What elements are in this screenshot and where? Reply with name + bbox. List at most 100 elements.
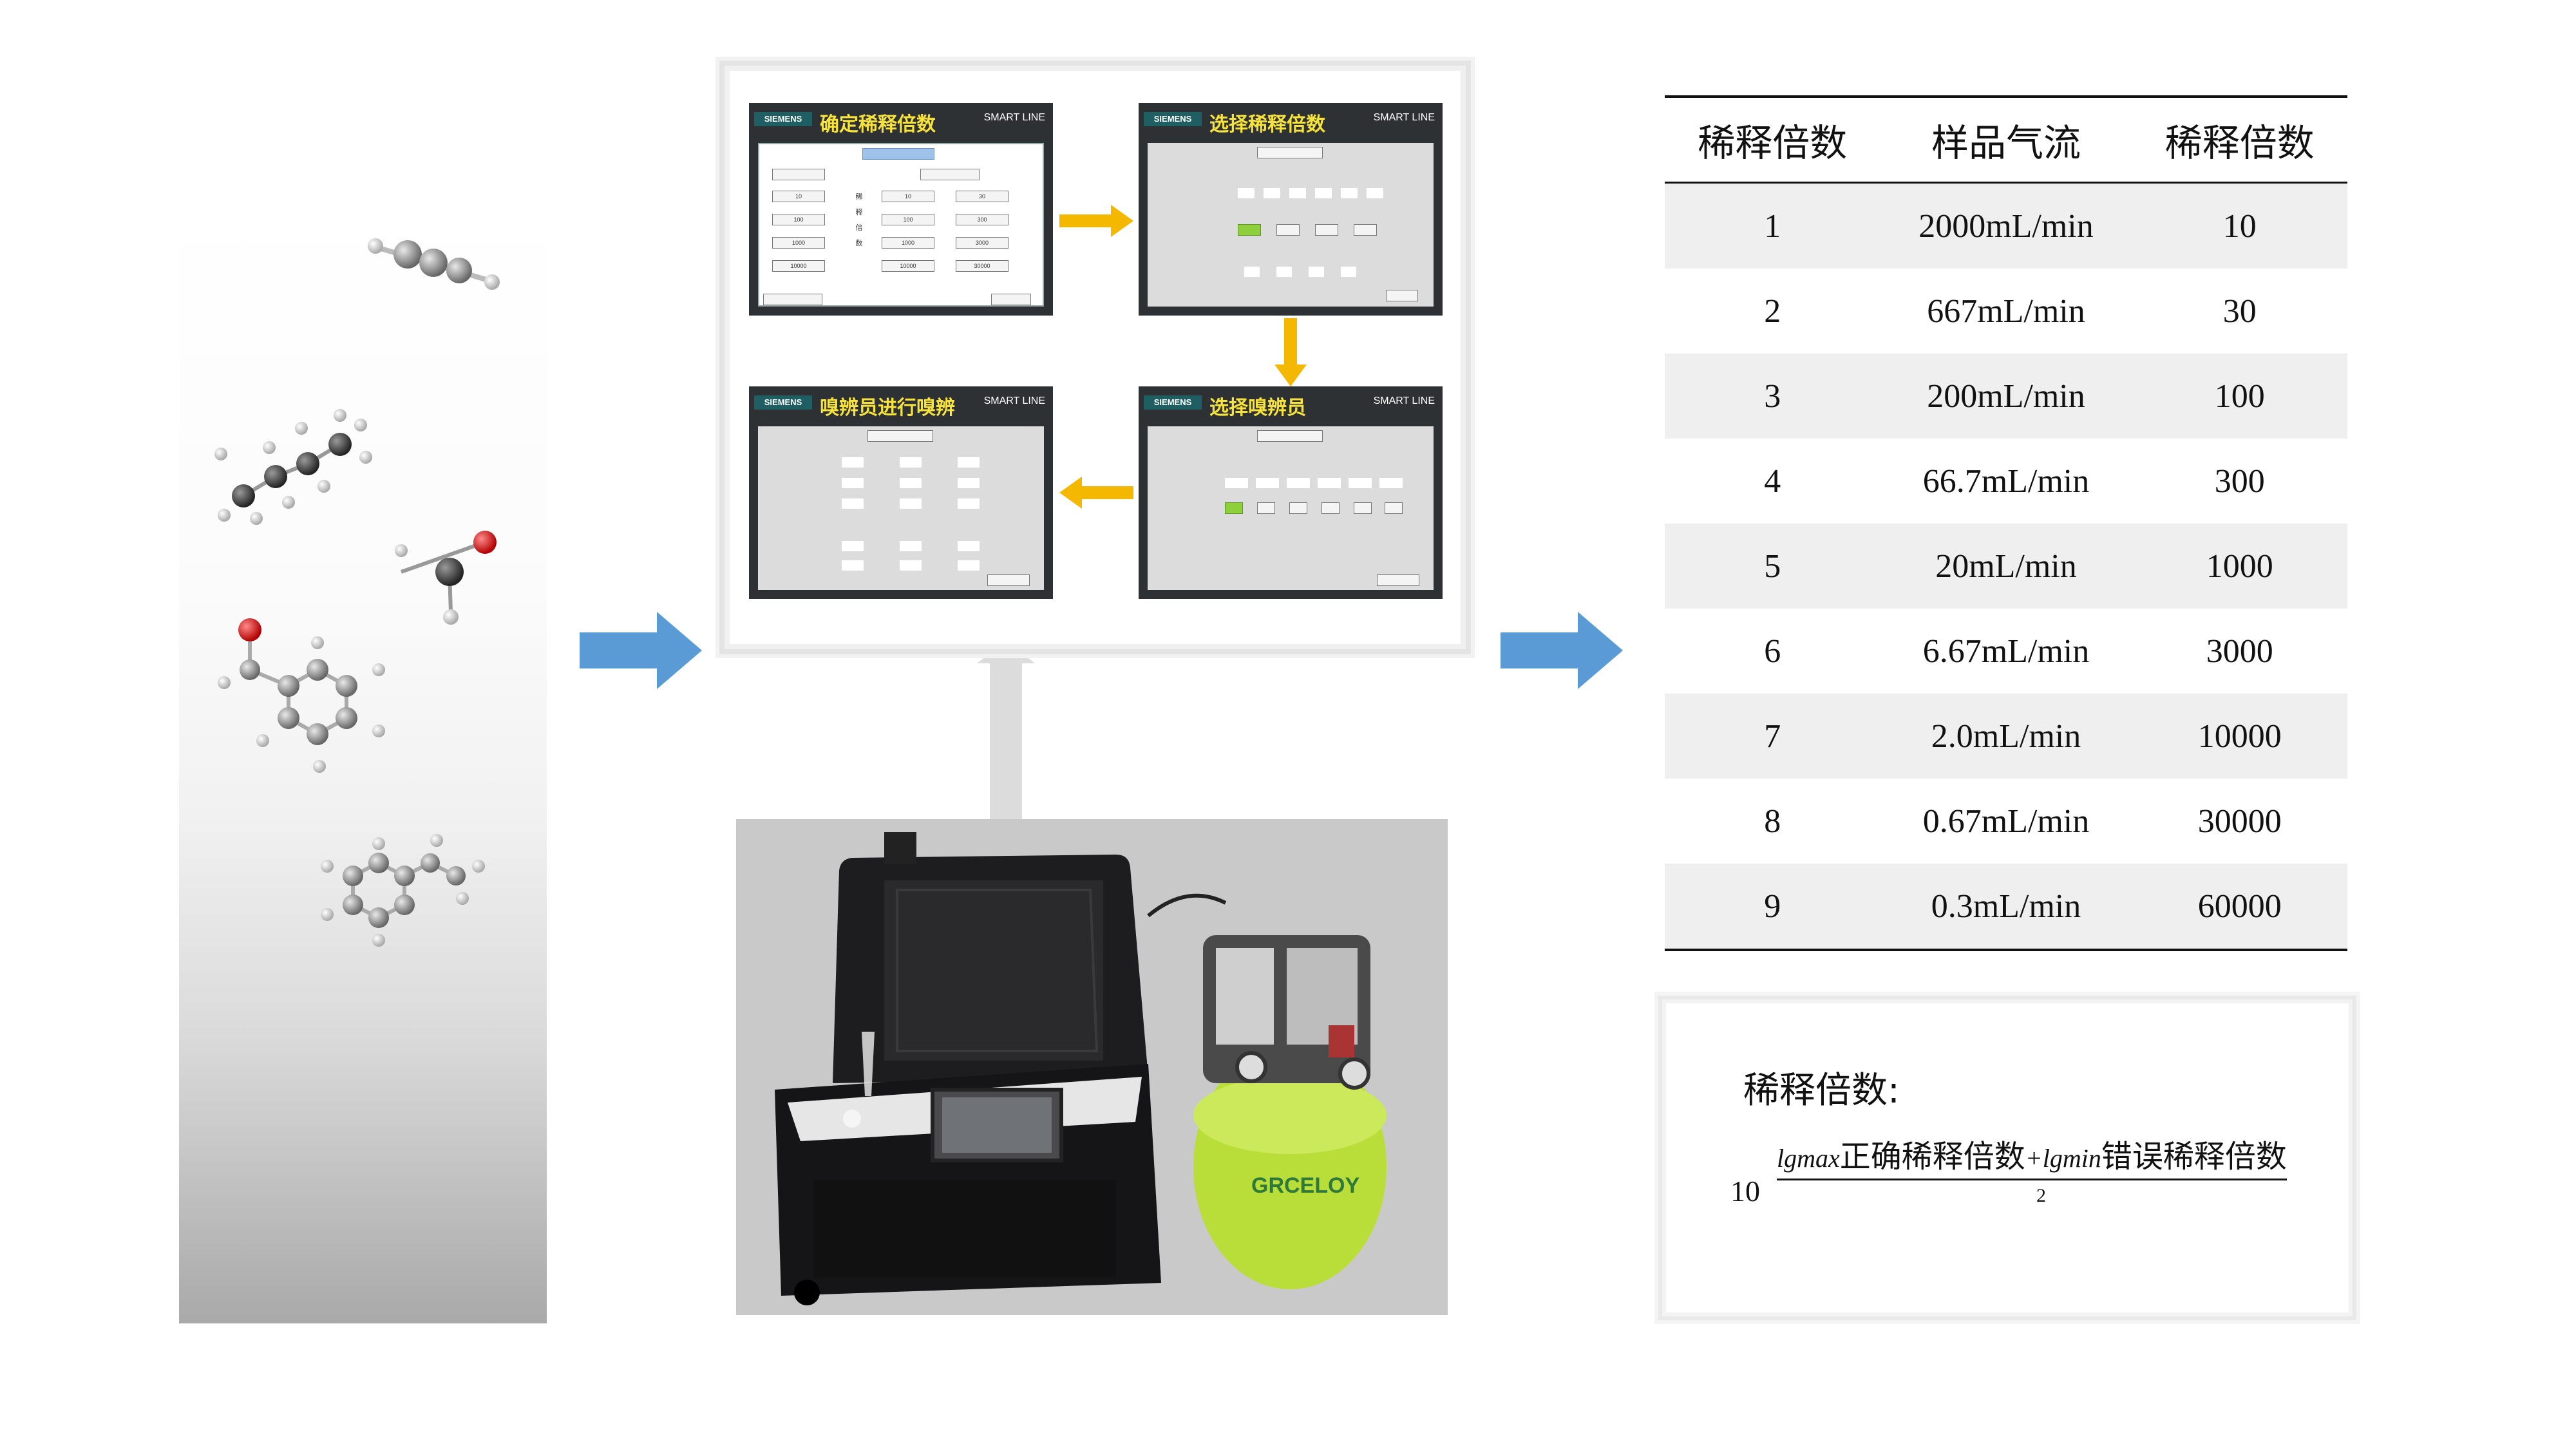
table-cell: 66.7mL/min: [1922, 462, 2090, 500]
right-arrow-icon: [1501, 612, 1623, 689]
siemens-logo: SIEMENS: [1144, 395, 1202, 410]
dilution-toggle[interactable]: [1354, 224, 1377, 236]
panelist-field[interactable]: [1349, 478, 1372, 488]
sample-gas-button[interactable]: [763, 294, 822, 305]
formula-box: 稀释倍数: 10 lgmax正确稀释倍数+lgmin错误稀释倍数 2: [1666, 1003, 2349, 1312]
table-cell: 300: [2214, 462, 2265, 500]
screen-title: 嗅辨员进行嗅辨: [820, 397, 955, 419]
panelist-toggle[interactable]: [1321, 502, 1340, 514]
column-header: 样品气流: [1880, 95, 2132, 184]
dilution-table: 稀释倍数 样品气流 稀释倍数 1 2000mL/min 10 2 667mL/m…: [1665, 95, 2347, 951]
panelist-field[interactable]: [1287, 478, 1310, 488]
ambient-air-button[interactable]: [772, 169, 825, 180]
dilution-chip[interactable]: 300: [956, 214, 1009, 225]
formula-term-wrong: 错误稀释倍数: [2101, 1139, 2287, 1175]
smart-line-label: SMART LINE: [983, 112, 1045, 123]
right-arrow-icon: [580, 612, 702, 689]
ambient-air-test-button[interactable]: [1257, 430, 1323, 442]
formula-lg-min: lgmin: [2042, 1144, 2101, 1173]
value-field[interactable]: [1341, 188, 1358, 198]
value-field[interactable]: [842, 541, 864, 551]
value-field[interactable]: [1309, 267, 1324, 277]
dilution-chip[interactable]: 1000: [882, 237, 934, 249]
panelist-field[interactable]: [1379, 478, 1403, 488]
panelist-field[interactable]: [1318, 478, 1341, 488]
dilution-chip[interactable]: 3000: [956, 237, 1009, 249]
value-field[interactable]: [958, 478, 980, 488]
table-cell: 9: [1665, 864, 1880, 951]
table-cell: 30000: [2197, 802, 2282, 840]
value-field[interactable]: [958, 498, 980, 509]
table-cell: 100: [2132, 354, 2347, 439]
dilution-chip[interactable]: 1000: [772, 237, 825, 249]
value-field[interactable]: [842, 478, 864, 488]
odor-sample-button[interactable]: [920, 169, 980, 180]
siemens-logo: SIEMENS: [754, 112, 812, 126]
hmi-screen-confirm-dilution: SIEMENS 确定稀释倍数 SMART LINE 10 100 1000 10…: [749, 103, 1053, 316]
confirm-dilution-button[interactable]: [862, 148, 934, 160]
table-row: 5 20mL/min 1000: [1665, 524, 2347, 609]
dilution-toggle[interactable]: [1276, 224, 1300, 236]
ambient-air-test-button[interactable]: [1257, 147, 1323, 158]
hmi-screen-select-panelist: SIEMENS 选择嗅辨员 SMART LINE: [1139, 386, 1443, 599]
table-row: 2 667mL/min 30: [1665, 269, 2347, 354]
dilution-chip[interactable]: 30000: [956, 260, 1009, 272]
start-test-button[interactable]: [1377, 574, 1419, 586]
molecule-panel: [179, 200, 547, 1323]
table-row: 9 0.3mL/min 60000: [1665, 864, 2347, 951]
molecule-illustrations: [214, 238, 500, 947]
value-field[interactable]: [900, 457, 922, 468]
molecule-formaldehyde: [395, 531, 497, 625]
value-field[interactable]: [1276, 267, 1292, 277]
left-arrow-icon: [1059, 477, 1133, 509]
value-field[interactable]: [900, 498, 922, 509]
value-field[interactable]: [842, 457, 864, 468]
value-field[interactable]: [958, 541, 980, 551]
dilution-toggle[interactable]: [1315, 224, 1338, 236]
dilution-chip[interactable]: 10000: [882, 260, 934, 272]
ambient-air-test-button[interactable]: [867, 430, 933, 442]
panelist-field[interactable]: [1256, 478, 1279, 488]
selected-panelist-toggle[interactable]: [1225, 502, 1243, 514]
panelist-toggle[interactable]: [1354, 502, 1372, 514]
dilution-chip[interactable]: 10: [772, 191, 825, 202]
dilution-chip[interactable]: 100: [882, 214, 934, 225]
dilution-chip[interactable]: 10: [882, 191, 934, 202]
formula-lg-max: lgmax: [1777, 1144, 1840, 1173]
device-illustration: GRCELOY: [775, 832, 1387, 1305]
back-button[interactable]: [1386, 290, 1418, 301]
table-cell: 6.67mL/min: [1922, 632, 2090, 670]
dilution-chip[interactable]: 100: [772, 214, 825, 225]
value-field[interactable]: [1264, 188, 1280, 198]
screen-title: 选择嗅辨员: [1209, 397, 1306, 419]
value-field[interactable]: [1238, 188, 1255, 198]
hmi-screen-panelist-sniffing: SIEMENS 嗅辨员进行嗅辨 SMART LINE: [749, 386, 1053, 599]
table-cell: 0.67mL/min: [1922, 802, 2090, 840]
value-field[interactable]: [1315, 188, 1332, 198]
dilution-chip[interactable]: 30: [956, 191, 1009, 202]
panelist-toggle[interactable]: [1385, 502, 1403, 514]
panelist-toggle[interactable]: [1289, 502, 1307, 514]
finish-button[interactable]: [987, 574, 1030, 586]
value-field[interactable]: [958, 457, 980, 468]
dilution-chip[interactable]: 10000: [772, 260, 825, 272]
value-field[interactable]: [1244, 267, 1260, 277]
value-field[interactable]: [842, 560, 864, 571]
hmi-screens-panel: SIEMENS 确定稀释倍数 SMART LINE 10 100 1000 10…: [730, 71, 1461, 644]
value-field[interactable]: [842, 498, 864, 509]
value-field[interactable]: [900, 541, 922, 551]
table-cell: 2000mL/min: [1880, 182, 2132, 269]
table-cell: 3: [1665, 354, 1880, 439]
value-field[interactable]: [900, 478, 922, 488]
value-field[interactable]: [1289, 188, 1306, 198]
value-field[interactable]: [1367, 188, 1383, 198]
panelist-field[interactable]: [1225, 478, 1248, 488]
value-field[interactable]: [958, 560, 980, 571]
panelist-toggle[interactable]: [1257, 502, 1275, 514]
siemens-logo: SIEMENS: [1144, 112, 1202, 126]
column-header: 稀释倍数: [2132, 95, 2347, 184]
back-button[interactable]: [991, 294, 1031, 305]
selected-dilution-toggle[interactable]: [1238, 224, 1261, 236]
value-field[interactable]: [900, 560, 922, 571]
value-field[interactable]: [1341, 267, 1356, 277]
